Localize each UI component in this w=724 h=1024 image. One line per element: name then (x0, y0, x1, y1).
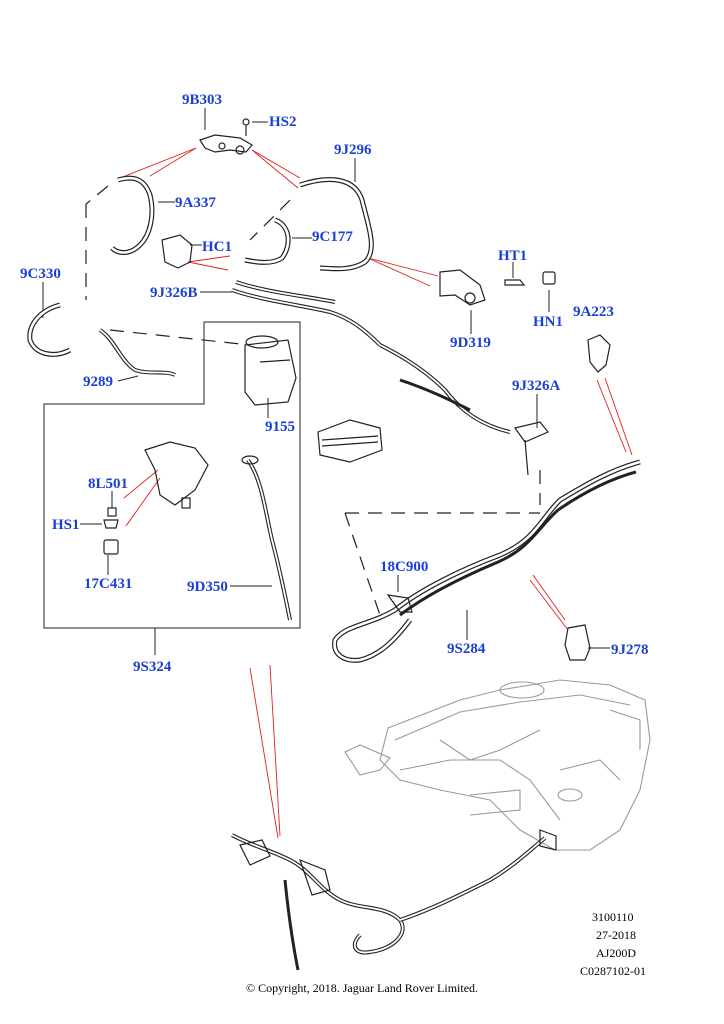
callout-9289[interactable]: 9289 (83, 374, 113, 390)
callout-17c431[interactable]: 17C431 (84, 576, 133, 592)
callout-8l501[interactable]: 8L501 (88, 476, 129, 492)
callout-9a337[interactable]: 9A337 (175, 195, 216, 211)
red-leader-lines (119, 147, 633, 839)
callout-9j296[interactable]: 9J296 (334, 142, 372, 158)
reference-illustration-id: C0287102-01 (580, 964, 646, 978)
callout-9j326a[interactable]: 9J326A (512, 378, 561, 394)
callout-9s284[interactable]: 9S284 (447, 641, 486, 657)
reference-date: 27-2018 (596, 928, 636, 942)
dashed-connection-lines (85, 185, 541, 616)
kit-9s324-frame (43, 321, 301, 655)
callout-9d350[interactable]: 9D350 (187, 579, 228, 595)
copyright-notice: © Copyright, 2018. Jaguar Land Rover Lim… (245, 981, 479, 995)
callout-hn1[interactable]: HN1 (533, 314, 563, 330)
callout-9155[interactable]: 9155 (265, 419, 295, 435)
callout-hs2[interactable]: HS2 (269, 114, 297, 130)
callout-hc1[interactable]: HC1 (202, 239, 232, 255)
callout-ht1[interactable]: HT1 (498, 248, 528, 264)
callout-9c177[interactable]: 9C177 (312, 229, 353, 245)
callout-9j326b[interactable]: 9J326B (150, 285, 198, 301)
callout-9d319[interactable]: 9D319 (450, 335, 491, 351)
callout-9j278[interactable]: 9J278 (611, 642, 649, 658)
callout-9b303[interactable]: 9B303 (182, 92, 223, 108)
fuel-tank-outline (344, 679, 651, 851)
component-line-art (27, 118, 641, 971)
reference-engine-code: AJ200D (596, 946, 637, 960)
reference-number: 3100110 (592, 910, 634, 924)
callout-hs1[interactable]: HS1 (52, 517, 80, 533)
callout-18c900[interactable]: 18C900 (380, 559, 429, 575)
callout-9a223[interactable]: 9A223 (573, 304, 614, 320)
callout-9s324[interactable]: 9S324 (133, 659, 172, 675)
callout-9c330[interactable]: 9C330 (20, 266, 61, 282)
